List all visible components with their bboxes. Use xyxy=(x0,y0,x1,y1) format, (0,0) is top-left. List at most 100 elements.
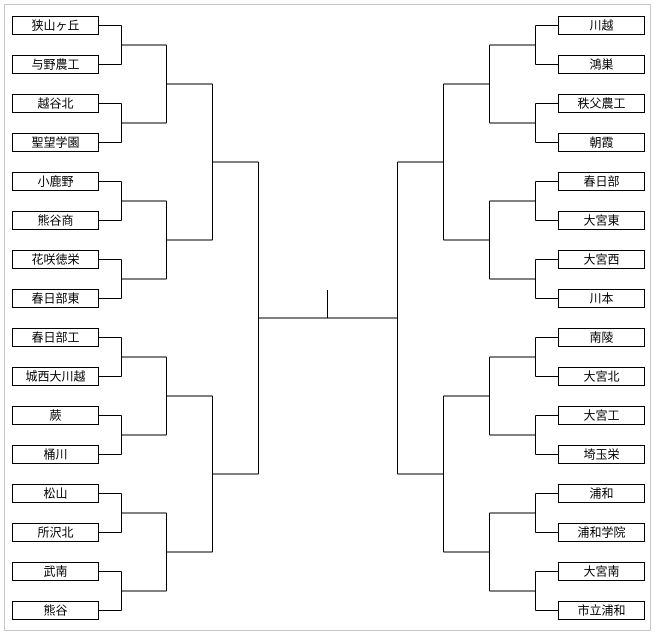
team-box: 熊谷商 xyxy=(12,211,99,230)
team-box: 朝霞 xyxy=(558,133,645,152)
team-name: 狭山ヶ丘 xyxy=(31,19,79,33)
team-box-border xyxy=(12,484,99,503)
team-name: 武南 xyxy=(43,564,67,579)
team-name: 松山 xyxy=(43,487,67,501)
team-box-border xyxy=(558,484,645,503)
team-box: 大宮西 xyxy=(558,250,645,269)
team-box-border xyxy=(12,55,99,74)
team-box: 大宮南 xyxy=(558,562,645,581)
team-box-border xyxy=(12,523,99,542)
team-box: 浦和 xyxy=(558,484,645,503)
team-name: 与野農工 xyxy=(31,58,79,72)
team-box: 埼玉栄 xyxy=(558,445,645,464)
team-name: 所沢北 xyxy=(37,526,73,540)
team-box: 所沢北 xyxy=(12,523,99,542)
team-name: 小鹿野 xyxy=(37,174,73,189)
bracket-lines xyxy=(98,25,558,611)
team-name: 熊谷 xyxy=(43,603,67,618)
team-name: 秩父農工 xyxy=(577,97,625,111)
team-box: 川越 xyxy=(558,16,645,35)
team-box: 浦和学院 xyxy=(558,523,645,542)
team-box: 春日部 xyxy=(558,172,645,191)
diagram-frame xyxy=(4,4,651,631)
team-box-border xyxy=(12,367,99,386)
team-boxes: 狭山ヶ丘与野農工越谷北聖望学園小鹿野熊谷商花咲徳栄春日部東春日部工城西大川越蕨桶… xyxy=(12,16,645,620)
team-box: 松山 xyxy=(12,484,99,503)
team-name: 大宮東 xyxy=(583,213,619,228)
team-box-border xyxy=(558,289,645,308)
team-box: 越谷北 xyxy=(12,94,99,113)
team-box-border xyxy=(558,328,645,347)
team-name: 川越 xyxy=(589,19,613,33)
team-box: 南陵 xyxy=(558,328,645,347)
team-box-border xyxy=(558,250,645,269)
team-name: 城西大川越 xyxy=(25,370,85,384)
team-name: 大宮北 xyxy=(583,369,619,384)
team-box-border xyxy=(558,94,645,113)
team-box-border xyxy=(558,562,645,581)
team-box: 小鹿野 xyxy=(12,172,99,191)
team-name: 大宮工 xyxy=(583,408,619,423)
team-name: 鴻巣 xyxy=(589,58,613,72)
team-box-border xyxy=(12,406,99,425)
team-name: 浦和学院 xyxy=(577,525,625,540)
team-name: 花咲徳栄 xyxy=(31,252,79,267)
team-box-border xyxy=(12,601,99,620)
team-box: 桶川 xyxy=(12,445,99,464)
team-box: 聖望学園 xyxy=(12,133,99,152)
team-name: 蕨 xyxy=(49,409,61,423)
team-name: 大宮南 xyxy=(583,564,619,579)
team-box-border xyxy=(12,289,99,308)
team-name: 熊谷商 xyxy=(37,213,73,228)
team-box: 春日部工 xyxy=(12,328,99,347)
team-box-border xyxy=(558,55,645,74)
team-box-border xyxy=(12,562,99,581)
team-name: 聖望学園 xyxy=(31,135,79,150)
team-box: 鴻巣 xyxy=(558,55,645,74)
team-name: 春日部 xyxy=(583,174,619,189)
team-box-border xyxy=(12,133,99,152)
team-name: 大宮西 xyxy=(583,252,619,267)
team-box: 熊谷 xyxy=(12,601,99,620)
team-box: 秩父農工 xyxy=(558,94,645,113)
team-name: 川本 xyxy=(589,292,613,306)
team-box: 与野農工 xyxy=(12,55,99,74)
team-box-border xyxy=(558,367,645,386)
team-box-border xyxy=(12,328,99,347)
team-box: 大宮北 xyxy=(558,367,645,386)
team-box: 大宮東 xyxy=(558,211,645,230)
team-box: 蕨 xyxy=(12,406,99,425)
team-box-border xyxy=(558,133,645,152)
team-box-border xyxy=(12,16,99,35)
team-box-border xyxy=(558,601,645,620)
team-box-border xyxy=(12,211,99,230)
team-name: 埼玉栄 xyxy=(583,448,619,462)
team-name: 春日部東 xyxy=(31,291,79,306)
team-box-border xyxy=(12,94,99,113)
team-name: 朝霞 xyxy=(589,136,613,150)
team-name: 浦和 xyxy=(589,487,613,501)
team-box: 市立浦和 xyxy=(558,601,645,620)
team-box: 花咲徳栄 xyxy=(12,250,99,269)
team-box-border xyxy=(558,172,645,191)
team-name: 市立浦和 xyxy=(577,603,625,618)
team-box-border xyxy=(558,445,645,464)
team-box-border xyxy=(558,16,645,35)
team-box-border xyxy=(12,172,99,191)
team-box-border xyxy=(558,523,645,542)
team-name: 越谷北 xyxy=(37,97,73,111)
team-name: 春日部工 xyxy=(31,330,79,345)
team-box: 大宮工 xyxy=(558,406,645,425)
team-box-border xyxy=(12,250,99,269)
team-name: 桶川 xyxy=(43,447,67,462)
team-box-border xyxy=(558,211,645,230)
team-box-border xyxy=(12,445,99,464)
team-box: 川本 xyxy=(558,289,645,308)
team-box: 春日部東 xyxy=(12,289,99,308)
team-name: 南陵 xyxy=(589,330,613,345)
team-box-border xyxy=(558,406,645,425)
team-box: 城西大川越 xyxy=(12,367,99,386)
team-box: 武南 xyxy=(12,562,99,581)
team-box: 狭山ヶ丘 xyxy=(12,16,99,35)
